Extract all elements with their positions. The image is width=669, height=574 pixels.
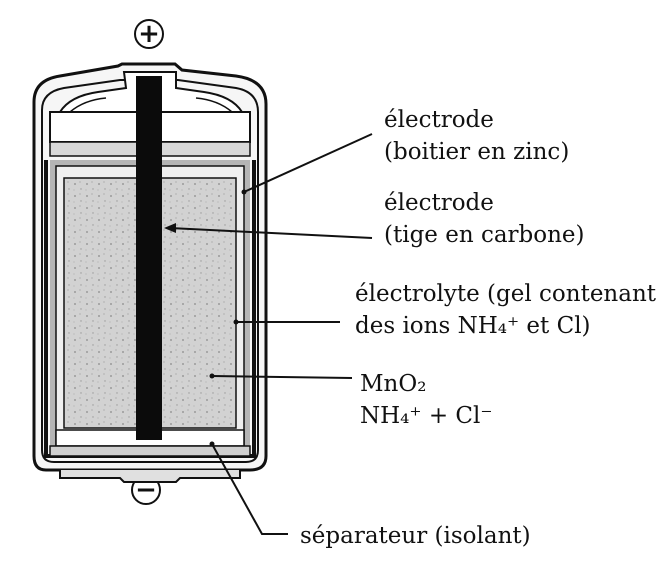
label-zinc-case-line2: (boitier en zinc) [384, 139, 570, 165]
arrowhead-carbon [164, 223, 176, 233]
leader-dot-electrolyte [233, 319, 239, 325]
label-separator: séparateur (isolant) [300, 520, 531, 552]
label-electrolyte-line2: des ions NH₄⁺ et Cl) [355, 313, 591, 339]
label-zinc-case-line1: électrode [384, 107, 494, 133]
label-mixture-line2: NH₄⁺ + Cl⁻ [360, 403, 493, 429]
leader-zinc-case [243, 133, 373, 193]
leader-separator [211, 443, 288, 535]
label-zinc-case: électrode (boitier en zinc) [384, 104, 569, 168]
label-electrolyte-line1: électrolyte (gel contenant [355, 281, 657, 307]
carbon-rod [136, 76, 162, 440]
label-mixture: MnO₂ NH₄⁺ + Cl⁻ [360, 368, 493, 432]
plus-sign: + [138, 19, 160, 49]
leader-mixture [211, 375, 353, 379]
label-carbon-rod-line2: (tige en carbone) [384, 222, 585, 248]
label-mixture-line1: MnO₂ [360, 371, 427, 397]
label-separator-line1: séparateur (isolant) [300, 523, 531, 549]
inner-casing-wall [41, 79, 259, 463]
leader-carbon-rod [169, 227, 373, 239]
leader-dot-mixture [209, 373, 215, 379]
label-carbon-rod: électrode (tige en carbone) [384, 187, 585, 251]
leader-dot-zinc [241, 189, 247, 195]
positive-terminal-symbol [134, 19, 164, 49]
leader-lines [169, 133, 373, 535]
label-electrolyte: électrolyte (gel contenant des ions NH₄⁺… [355, 278, 656, 342]
minus-sign: − [135, 475, 157, 505]
leader-dot-separator [209, 441, 215, 447]
label-carbon-rod-line1: électrode [384, 190, 494, 216]
